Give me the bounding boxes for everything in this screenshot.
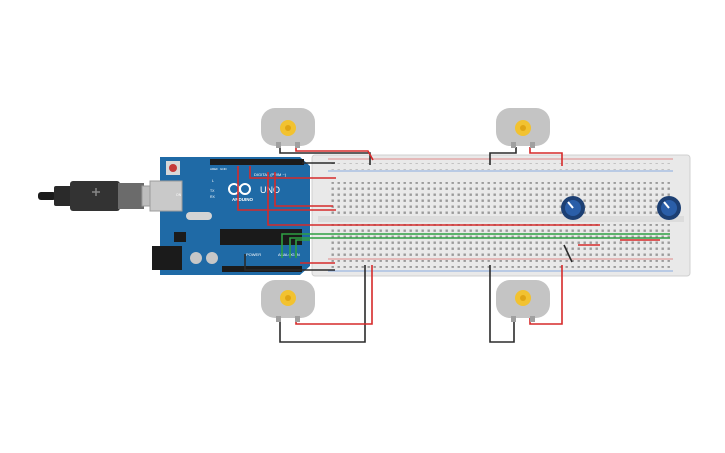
power-header-label: POWER bbox=[246, 252, 261, 257]
wire-analog-1 bbox=[281, 233, 670, 258]
wires bbox=[237, 147, 670, 343]
wire-analog-3 bbox=[295, 239, 310, 258]
board-brand: ARDUINO bbox=[232, 197, 253, 202]
rx-label: RX bbox=[210, 195, 216, 199]
dc-motor-icon[interactable] bbox=[496, 280, 550, 322]
board-model: UNO bbox=[260, 185, 280, 195]
dc-motor-icon[interactable] bbox=[496, 108, 550, 148]
wire-5v-a bbox=[237, 166, 336, 211]
wire-analog-2 bbox=[289, 237, 670, 258]
aref-label: AREF bbox=[210, 167, 218, 171]
l-label: L bbox=[212, 179, 214, 183]
breadboard bbox=[311, 154, 691, 277]
wire-gnd-bottom bbox=[244, 254, 335, 271]
wire-signal-red-2 bbox=[274, 172, 333, 207]
arduino-logo bbox=[228, 183, 251, 195]
on-label: ON bbox=[176, 193, 182, 197]
dc-motor-icon[interactable] bbox=[261, 280, 315, 322]
tx-label: TX bbox=[210, 189, 215, 193]
potentiometer-icon[interactable] bbox=[561, 196, 585, 220]
digital-header-label: DIGITAL (PWM ~) bbox=[254, 172, 287, 177]
wire-signal-red-3 bbox=[249, 166, 336, 179]
gnd-label: GND bbox=[220, 167, 228, 171]
wire-signal-red-1 bbox=[267, 172, 600, 226]
dc-motor-icon[interactable] bbox=[261, 108, 315, 148]
wire-pot-gnd bbox=[563, 244, 573, 263]
usb-cable-icon bbox=[38, 181, 169, 211]
potentiometer-icon[interactable] bbox=[657, 196, 681, 220]
analog-header-label: ANALOG IN bbox=[278, 252, 300, 257]
